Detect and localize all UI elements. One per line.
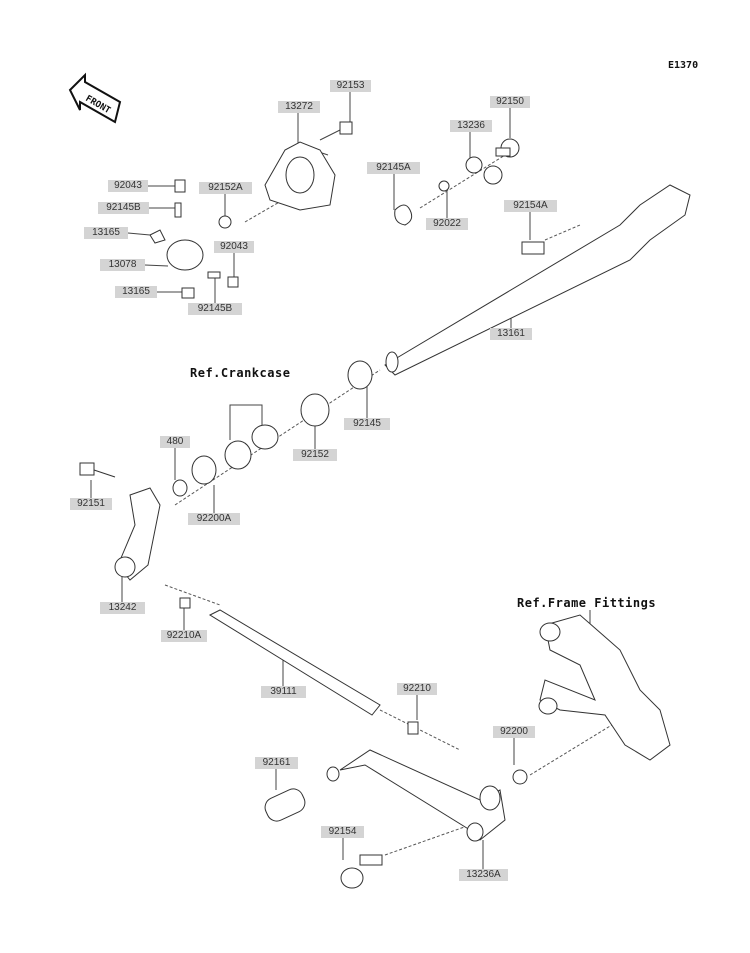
part-label[interactable]: 13165 bbox=[84, 227, 128, 239]
part-label[interactable]: 92043 bbox=[214, 241, 254, 253]
part-label[interactable]: 92210A bbox=[161, 630, 207, 642]
diagram-code: E1370 bbox=[668, 60, 699, 71]
part-label[interactable]: 92152A bbox=[199, 182, 252, 194]
part-label[interactable]: 92043 bbox=[108, 180, 148, 192]
ref-crankcase: Ref.Crankcase bbox=[190, 366, 291, 380]
part-label[interactable]: 92161 bbox=[255, 757, 298, 769]
part-label[interactable]: 92022 bbox=[426, 218, 468, 230]
part-label[interactable]: 92145B bbox=[98, 202, 149, 214]
part-label[interactable]: 92210 bbox=[397, 683, 437, 695]
part-label[interactable]: 92151 bbox=[70, 498, 112, 510]
part-label[interactable]: 39111 bbox=[261, 686, 306, 698]
part-label[interactable]: 13078 bbox=[100, 259, 145, 271]
part-label[interactable]: 92150 bbox=[490, 96, 530, 108]
part-label[interactable]: 13242 bbox=[100, 602, 145, 614]
part-label[interactable]: 13236 bbox=[450, 120, 492, 132]
part-label[interactable]: 92145 bbox=[344, 418, 390, 430]
part-label[interactable]: 92154A bbox=[504, 200, 557, 212]
part-label[interactable]: 92154 bbox=[321, 826, 364, 838]
part-label[interactable]: 480 bbox=[160, 436, 190, 448]
part-label[interactable]: 92152 bbox=[293, 449, 337, 461]
part-label[interactable]: 92153 bbox=[330, 80, 371, 92]
front-arrow-icon: FRONT bbox=[68, 72, 122, 124]
part-label[interactable]: 13161 bbox=[490, 328, 532, 340]
part-shapes bbox=[79, 121, 691, 889]
part-label[interactable]: 13272 bbox=[278, 101, 320, 113]
part-label[interactable]: 92145B bbox=[188, 303, 242, 315]
ref-frame-fittings: Ref.Frame Fittings bbox=[517, 596, 657, 610]
part-label[interactable]: 13165 bbox=[115, 286, 157, 298]
part-label[interactable]: 92200 bbox=[493, 726, 535, 738]
part-label[interactable]: 92145A bbox=[367, 162, 420, 174]
part-label[interactable]: 13236A bbox=[459, 869, 508, 881]
part-label[interactable]: 92200A bbox=[188, 513, 240, 525]
